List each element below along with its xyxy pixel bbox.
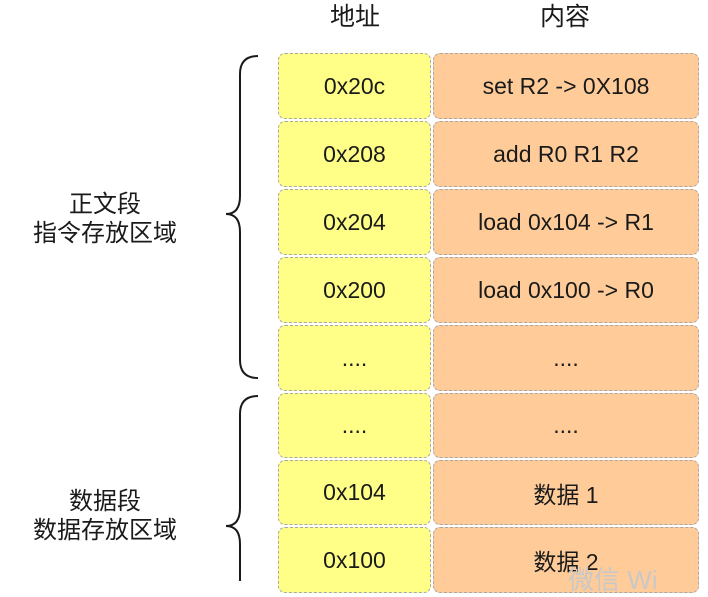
data-segment-brace xyxy=(225,395,259,581)
braces xyxy=(225,55,259,581)
address-cell: 0x208 xyxy=(278,121,431,187)
text-segment-subtitle: 指令存放区域 xyxy=(33,220,177,247)
data-segment-subtitle: 数据存放区域 xyxy=(33,517,177,544)
text-segment-label: 正文段 指令存放区域 xyxy=(5,190,205,248)
text-segment-brace xyxy=(225,55,259,379)
content-cell: .... xyxy=(433,393,699,458)
header-content: 内容 xyxy=(539,3,590,31)
address-cell: 0x204 xyxy=(278,189,431,255)
header-address: 地址 xyxy=(329,3,380,31)
watermark: 微信 Wi xyxy=(568,565,658,595)
content-cell: load 0x100 -> R0 xyxy=(433,257,699,323)
address-cell: 0x20c xyxy=(278,53,431,119)
address-cell: 0x200 xyxy=(278,257,431,323)
data-segment-title: 数据段 xyxy=(69,488,141,515)
address-cell: .... xyxy=(278,325,431,391)
content-cell: 数据 1 xyxy=(433,460,699,525)
content-cell: add R0 R1 R2 xyxy=(433,121,699,187)
text-segment-title: 正文段 xyxy=(69,191,141,218)
content-cell: load 0x104 -> R1 xyxy=(433,189,699,255)
address-cell: 0x104 xyxy=(278,460,431,525)
data-segment-label: 数据段 数据存放区域 xyxy=(5,487,205,545)
address-cell: .... xyxy=(278,393,431,458)
content-cell: .... xyxy=(433,325,699,391)
content-cell: set R2 -> 0X108 xyxy=(433,53,699,119)
